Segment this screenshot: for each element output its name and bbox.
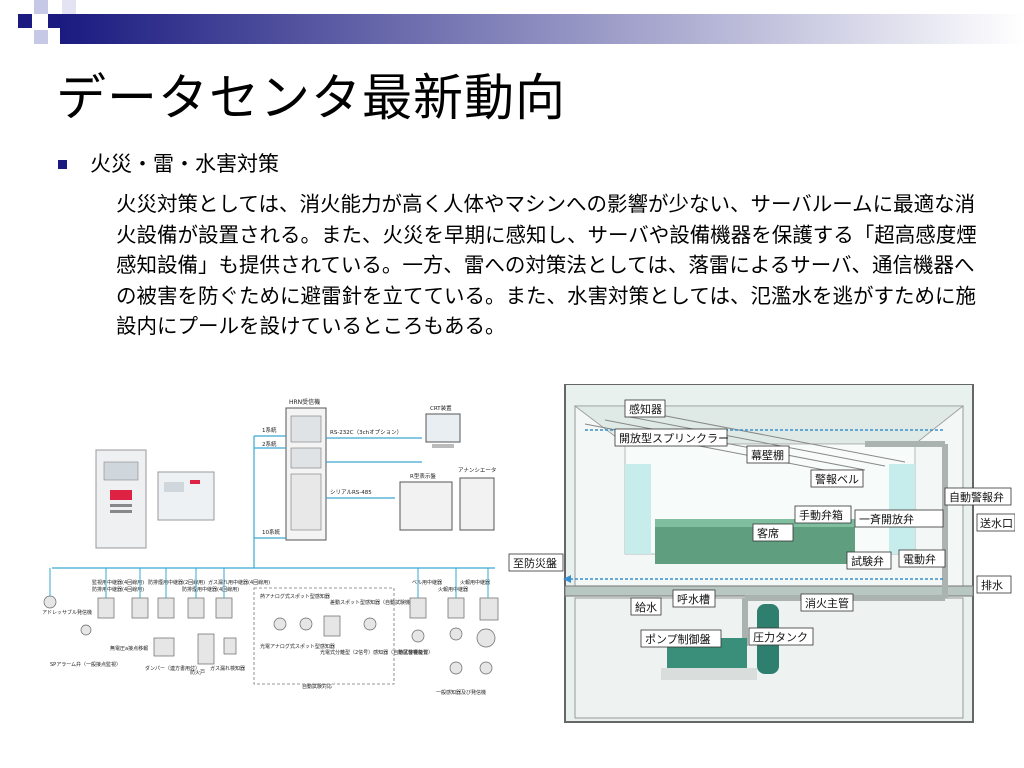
label-batch-valve: 一斉開放弁 <box>859 512 914 526</box>
area-bell-label: 地区音響装置 <box>398 649 428 656</box>
auto-test-label: 自動試験対応 <box>302 683 332 690</box>
sprinkler-system-diagram: 感知器 開放型スプリンクラー 幕壁棚 警報ベル 自動警報弁 手動弁箱 一斉開放弁… <box>508 384 1015 723</box>
relay-label-1: 監視用中継器(4回線用) <box>92 579 144 586</box>
line2-label: 2系統 <box>262 440 277 448</box>
line1-label: 1系統 <box>262 426 277 434</box>
label-priming-tank: 呼水槽 <box>677 593 710 606</box>
slide-title: データセンタ最新動向 <box>56 69 566 127</box>
label-test-valve: 試験弁 <box>851 554 884 568</box>
photo-analog-label: 光電アナログ式スポット型感知器 <box>260 643 335 650</box>
fire-alarm-system-diagram: HRN受信機 1系統 2系統 10系統 RS-232C（3chオプション） シリ… <box>42 398 499 696</box>
heat-analog-label: 熱アナログ式スポット型感知器 <box>260 593 330 600</box>
label-alarm-bell: 警報ベル <box>815 472 859 486</box>
addressable-label: アドレッサブル発信機 <box>42 609 92 616</box>
body-paragraph: 火災対策としては、消火能力が高く人体やマシンへの影響が少ない、サーバルームに最適… <box>116 192 977 338</box>
no-voltage-label: 無電圧a接点移報 <box>110 645 148 652</box>
damper-label: ダンパー（連方書用付） <box>145 665 200 672</box>
crt-monitor <box>425 413 461 443</box>
relay-label-3: 防排煙用中継器(2回線用) <box>148 579 205 586</box>
rtype-label: R型表示盤 <box>410 472 436 480</box>
fire-door-label: 防火戸 <box>190 669 205 676</box>
receiver-label: HRN受信機 <box>289 398 320 406</box>
label-to-panel: 至防災盤 <box>513 556 557 570</box>
corner-decoration <box>18 0 1024 44</box>
bullet-marker <box>58 160 67 169</box>
relay-label-5: ガス漏れ用中継器(4回線用) <box>208 579 270 586</box>
label-auto-valve: 自動警報弁 <box>949 490 1004 504</box>
sp-alarm-label: SPアラーム弁（一般接点監視） <box>50 661 121 668</box>
serial-label: シリアルRS-485 <box>330 489 372 496</box>
annunciator-panel <box>459 477 495 531</box>
fire-relay-label-2: 火報用中継器 <box>460 579 490 586</box>
label-seats: 客席 <box>757 526 779 540</box>
rtype-panel <box>399 481 453 531</box>
label-sprinkler: 開放型スプリンクラー <box>619 431 729 445</box>
label-supply: 給水 <box>635 600 657 614</box>
label-send-port: 送水口 <box>980 516 1013 530</box>
line10-label: 10系統 <box>262 528 280 536</box>
label-motor-valve: 電動弁 <box>903 552 936 566</box>
annunciator-label: アナンシエータ <box>458 466 496 474</box>
fire-relay-label-1: 火報用中継器 <box>438 586 468 593</box>
photo-sep-label: 光電式分離型（2信号）感知器（自動試験機能付） <box>320 649 433 656</box>
label-detector: 感知器 <box>629 402 662 416</box>
label-pressure-tank: 圧力タンク <box>753 631 808 644</box>
control-panel-image <box>95 449 147 549</box>
system-bus-lines <box>52 435 495 569</box>
relay-label-2: 防排用中継器(4回線用) <box>92 586 144 593</box>
label-curtain: 幕壁棚 <box>751 448 784 462</box>
rs232c-label: RS-232C（3chオプション） <box>330 429 402 436</box>
gas-detector-label: ガス漏れ検知器 <box>210 665 245 672</box>
diff-spot-label: 差動スポット型感知器（自動試験機能付） <box>330 599 425 606</box>
bell-relay-label: ベル用中継器 <box>412 579 442 586</box>
crt-label: CRT装置 <box>430 404 452 412</box>
relay-label-4: 防排煙用中継器(4回線用) <box>182 586 239 593</box>
label-pump-panel: ポンプ制御盤 <box>645 632 711 646</box>
bullet-heading: 火災・雷・水害対策 <box>90 152 279 176</box>
repeater-box-image <box>157 471 215 521</box>
label-drain: 排水 <box>981 578 1003 592</box>
label-main-pipe: 消火主管 <box>805 596 849 610</box>
general-detector-label: 一般感知器及び発信機 <box>436 689 486 696</box>
label-manual-box: 手動弁箱 <box>799 508 843 522</box>
